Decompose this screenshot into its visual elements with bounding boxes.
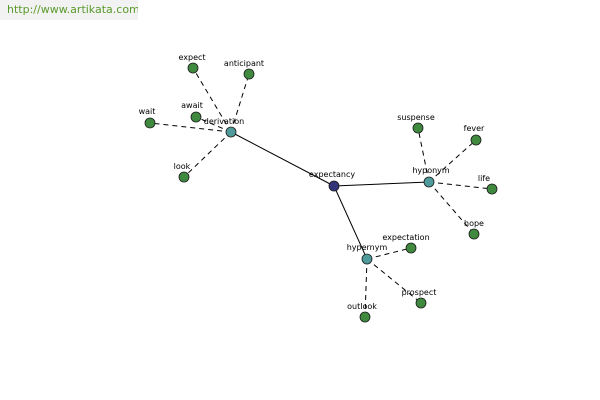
node-prospect[interactable] — [415, 297, 427, 309]
node-label-outlook[interactable]: outlook — [347, 302, 377, 311]
edge-hyponym-fever — [428, 139, 477, 183]
node-label-expectation[interactable]: expectation — [382, 233, 429, 242]
node-label-hope[interactable]: hope — [464, 219, 484, 228]
node-expect[interactable] — [187, 62, 199, 74]
node-label-look[interactable]: look — [174, 162, 191, 171]
site-url-banner[interactable]: http://www.artikata.com — [0, 0, 138, 20]
node-label-await[interactable]: await — [181, 101, 203, 110]
node-suspense[interactable] — [412, 122, 424, 134]
node-label-fever[interactable]: fever — [464, 124, 485, 133]
node-hope[interactable] — [468, 228, 480, 240]
node-label-life[interactable]: life — [478, 174, 490, 183]
edge-expectancy-hyponym — [333, 181, 430, 187]
node-outlook[interactable] — [359, 311, 371, 323]
node-label-anticipant[interactable]: anticipant — [224, 59, 264, 68]
node-derivation[interactable] — [225, 126, 237, 138]
node-label-suspense[interactable]: suspense — [397, 113, 435, 122]
edge-hypernym-outlook — [364, 258, 368, 318]
node-label-hyponym[interactable]: hyponym — [412, 166, 450, 175]
edges-layer — [149, 67, 493, 318]
node-anticipant[interactable] — [243, 68, 255, 80]
node-hypernym[interactable] — [361, 253, 373, 265]
node-wait[interactable] — [144, 117, 156, 129]
edge-expectancy-hypernym — [333, 185, 368, 260]
edge-derivation-anticipant — [230, 73, 250, 133]
labels-layer: expectancyderivationhyponymhypernymexpec… — [139, 53, 491, 311]
node-fever[interactable] — [470, 134, 482, 146]
nodes-layer — [144, 62, 498, 323]
edge-hyponym-suspense — [417, 127, 430, 183]
node-hyponym[interactable] — [423, 176, 435, 188]
edge-hypernym-expectation — [366, 247, 412, 260]
node-label-hypernym[interactable]: hypernym — [347, 243, 388, 252]
node-look[interactable] — [178, 171, 190, 183]
node-label-expectancy[interactable]: expectancy — [309, 170, 355, 179]
node-life[interactable] — [486, 183, 498, 195]
node-label-prospect[interactable]: prospect — [402, 288, 437, 297]
edge-hyponym-hope — [428, 181, 475, 235]
edge-expectancy-derivation — [230, 131, 335, 187]
node-await[interactable] — [190, 111, 202, 123]
edge-hyponym-life — [428, 181, 493, 190]
node-expectancy[interactable] — [328, 180, 340, 192]
node-label-wait[interactable]: wait — [139, 107, 156, 116]
node-label-derivation[interactable]: derivation — [204, 117, 244, 126]
edge-derivation-look — [183, 131, 232, 178]
node-label-expect[interactable]: expect — [178, 53, 205, 62]
edge-derivation-expect — [192, 67, 232, 133]
node-expectation[interactable] — [405, 242, 417, 254]
edge-derivation-wait — [149, 122, 232, 133]
edge-derivation-await — [195, 116, 232, 133]
edge-hypernym-prospect — [366, 258, 422, 304]
